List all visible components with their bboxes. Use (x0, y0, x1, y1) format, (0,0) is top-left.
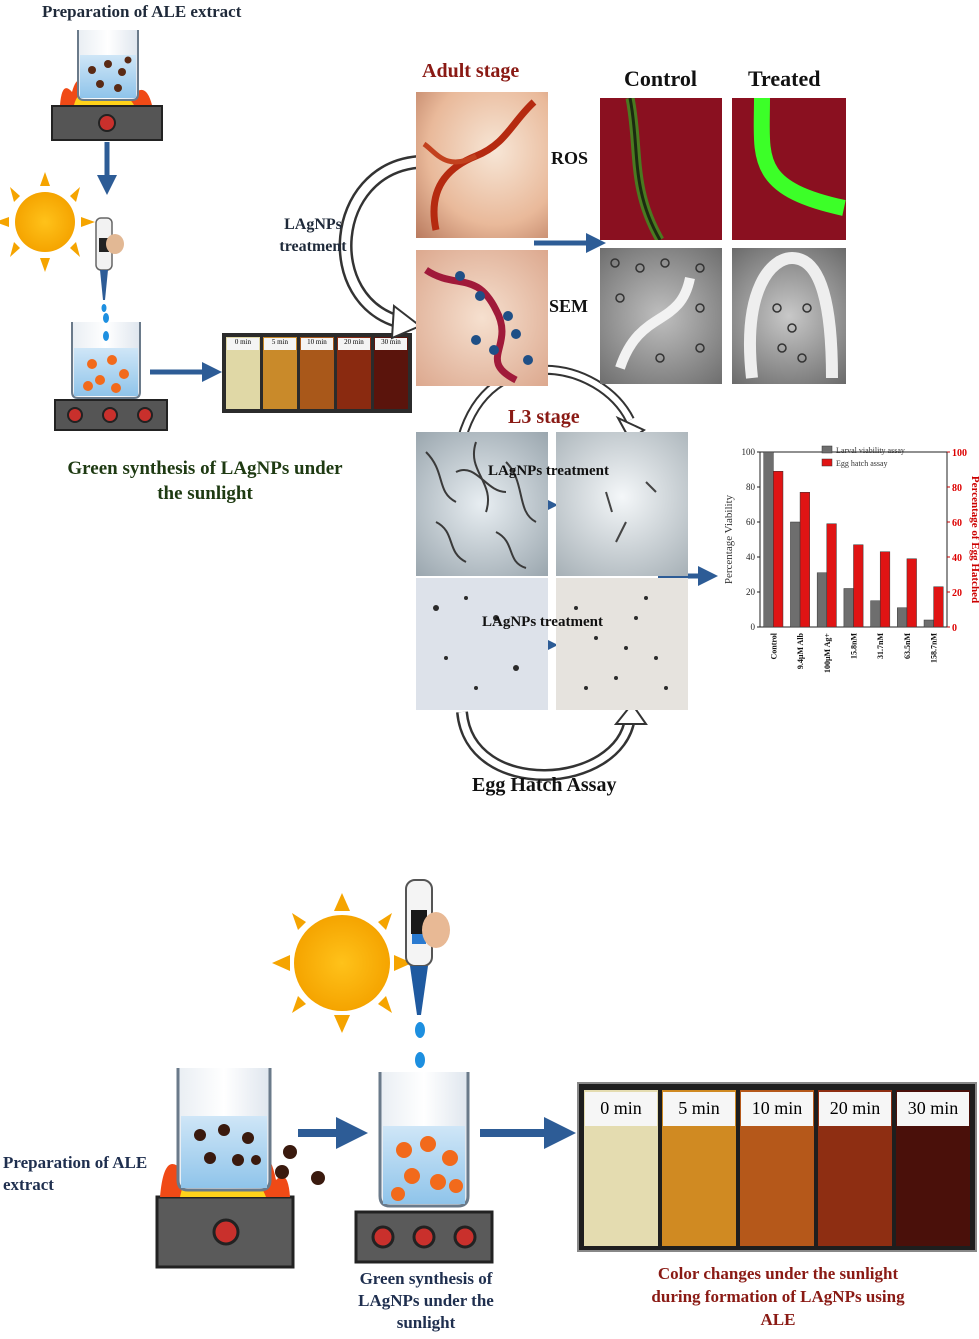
y-tick-label-1: 20 (746, 587, 756, 597)
x-tick-label-6: 158.7nM (930, 633, 939, 663)
ros-treated-photo (732, 98, 846, 240)
x-tick-label-0: Control (769, 632, 778, 659)
bottom-beaker-burner-icon (155, 1068, 325, 1269)
bottom-vial-label-1: 5 min (678, 1098, 720, 1118)
bar-1-4 (879, 551, 891, 628)
egg-treated-photo (556, 578, 688, 710)
y-tick-label-5: 100 (742, 447, 756, 457)
x-tick-label-5: 63.5nM (903, 633, 912, 659)
big-pipette-icon (405, 879, 450, 1015)
bottom-vial-label-3: 20 min (829, 1098, 881, 1118)
bottom-prep-line1: Preparation of ALE (3, 1153, 148, 1172)
y2-tick-label-1: 20 (952, 588, 962, 599)
x-tick-label-3: 15.8nM (850, 633, 859, 659)
lagnps-line2: treatment (279, 238, 347, 255)
top-vial-label-2: 10 min (307, 338, 327, 346)
top-vial-label-3: 20 min (344, 338, 364, 346)
top-vial-label-1: 5 min (271, 338, 289, 346)
x-tick-label-4: 31.7nM (876, 633, 885, 659)
bar-1-5 (906, 558, 917, 628)
y2-tick-label-3: 60 (952, 518, 962, 529)
bar-0-2 (816, 572, 828, 628)
y2-tick-label-2: 40 (952, 553, 962, 564)
egg-control-photo (416, 578, 548, 710)
y-tick-label-2: 40 (746, 552, 756, 562)
bottom-color-line3: ALE (760, 1310, 796, 1329)
y-tick-label-4: 80 (746, 482, 756, 492)
bar-1-6 (933, 586, 944, 628)
bar-0-5 (897, 607, 908, 628)
bottom-color-line2: during formation of LAgNPs using (651, 1287, 905, 1306)
ros-label: ROS (551, 148, 589, 168)
bar-0-0 (763, 451, 774, 628)
bar-0-1 (790, 521, 801, 628)
x-tick-label-2: 100μM Ag+ (823, 633, 832, 673)
big-sun-icon (272, 893, 412, 1033)
bottom-prep-caption: Preparation of ALE extract (3, 1152, 147, 1196)
curved-treatment-arrow (338, 155, 419, 329)
bar-1-0 (773, 471, 784, 628)
ros-control-photo (600, 98, 722, 240)
adult-stage-label: Adult stage (422, 60, 520, 82)
egg-lagnps-treatment-label: LAgNPs treatment (482, 614, 603, 630)
sem-treated-photo (732, 248, 846, 384)
bottom-beaker-synthesis-icon (354, 1072, 494, 1264)
y2-axis-title: Percentage of Egg Hatched (969, 476, 979, 603)
y-tick-label-0: 0 (751, 622, 756, 632)
y2-tick-label-5: 100 (952, 448, 967, 459)
bottom-vial-label-0: 0 min (600, 1098, 642, 1118)
bar-0-6 (923, 619, 934, 628)
pipette-icon (95, 217, 124, 312)
bottom-color-line1: Color changes under the sunlight (657, 1264, 899, 1283)
l3-stage-label: L3 stage (508, 406, 580, 428)
y-tick-label-3: 60 (746, 517, 756, 527)
adult-sem-stained-photo (416, 250, 548, 386)
vials-panel-bottom (577, 1082, 977, 1252)
bottom-prep-line2: extract (3, 1175, 54, 1194)
green-synthesis-line2: the sunlight (157, 483, 253, 504)
bottom-synthesis-caption: Green synthesis of LAgNPs under the sunl… (338, 1268, 514, 1334)
sun-icon (0, 172, 95, 272)
egg-hatch-assay-label: Egg Hatch Assay (472, 774, 617, 796)
legend-label-1: Egg hatch assay (836, 459, 888, 468)
bar-1-1 (799, 492, 810, 628)
green-synthesis-caption: Green synthesis of LAgNPs under the sunl… (40, 456, 370, 506)
bar-0-4 (870, 600, 881, 628)
y2-tick-label-0: 0 (952, 623, 957, 634)
l3-treated-photo (556, 432, 688, 576)
bottom-synth-line1: Green synthesis of (359, 1269, 493, 1288)
adult-stage-photo (416, 92, 548, 238)
bottom-synth-line2: LAgNPs under the (358, 1291, 494, 1310)
legend-swatch-1 (821, 458, 833, 467)
lagnps-treatment-label: LAgNPs treatment (270, 214, 356, 258)
y-axis-title: Percentage Viability (723, 494, 735, 584)
bar-1-2 (826, 523, 837, 628)
top-vial-label-0: 0 min (234, 338, 252, 346)
green-synthesis-line1: Green synthesis of LAgNPs under (67, 458, 343, 479)
bottom-vial-label-2: 10 min (751, 1098, 803, 1118)
legend-swatch-0 (821, 445, 833, 454)
bottom-synth-line3: sunlight (396, 1313, 456, 1332)
sem-label: SEM (549, 296, 589, 316)
y2-tick-label-4: 80 (952, 483, 962, 494)
beaker-burner-icon (51, 30, 163, 141)
lagnps-line1: LAgNPs (284, 216, 342, 233)
legend-label-0: Larval viability assay (836, 446, 905, 455)
beaker-synthesis-icon (54, 313, 168, 431)
sem-control-photo (600, 248, 722, 384)
control-label: Control (624, 66, 697, 91)
vials-panel-top (222, 333, 412, 413)
bar-1-3 (853, 544, 864, 628)
bottom-color-caption: Color changes under the sunlight during … (608, 1262, 948, 1331)
top-vial-label-4: 30 min (381, 338, 401, 346)
prep-ale-title: Preparation of ALE extract (42, 2, 242, 21)
l3-lagnps-treatment-label: LAgNPs treatment (488, 463, 609, 479)
bottom-vial-label-4: 30 min (907, 1098, 959, 1118)
l3-control-photo (416, 432, 548, 576)
treated-label: Treated (748, 66, 821, 91)
bar-0-3 (843, 588, 854, 628)
x-tick-label-1: 9.4μM Alb (796, 632, 805, 669)
